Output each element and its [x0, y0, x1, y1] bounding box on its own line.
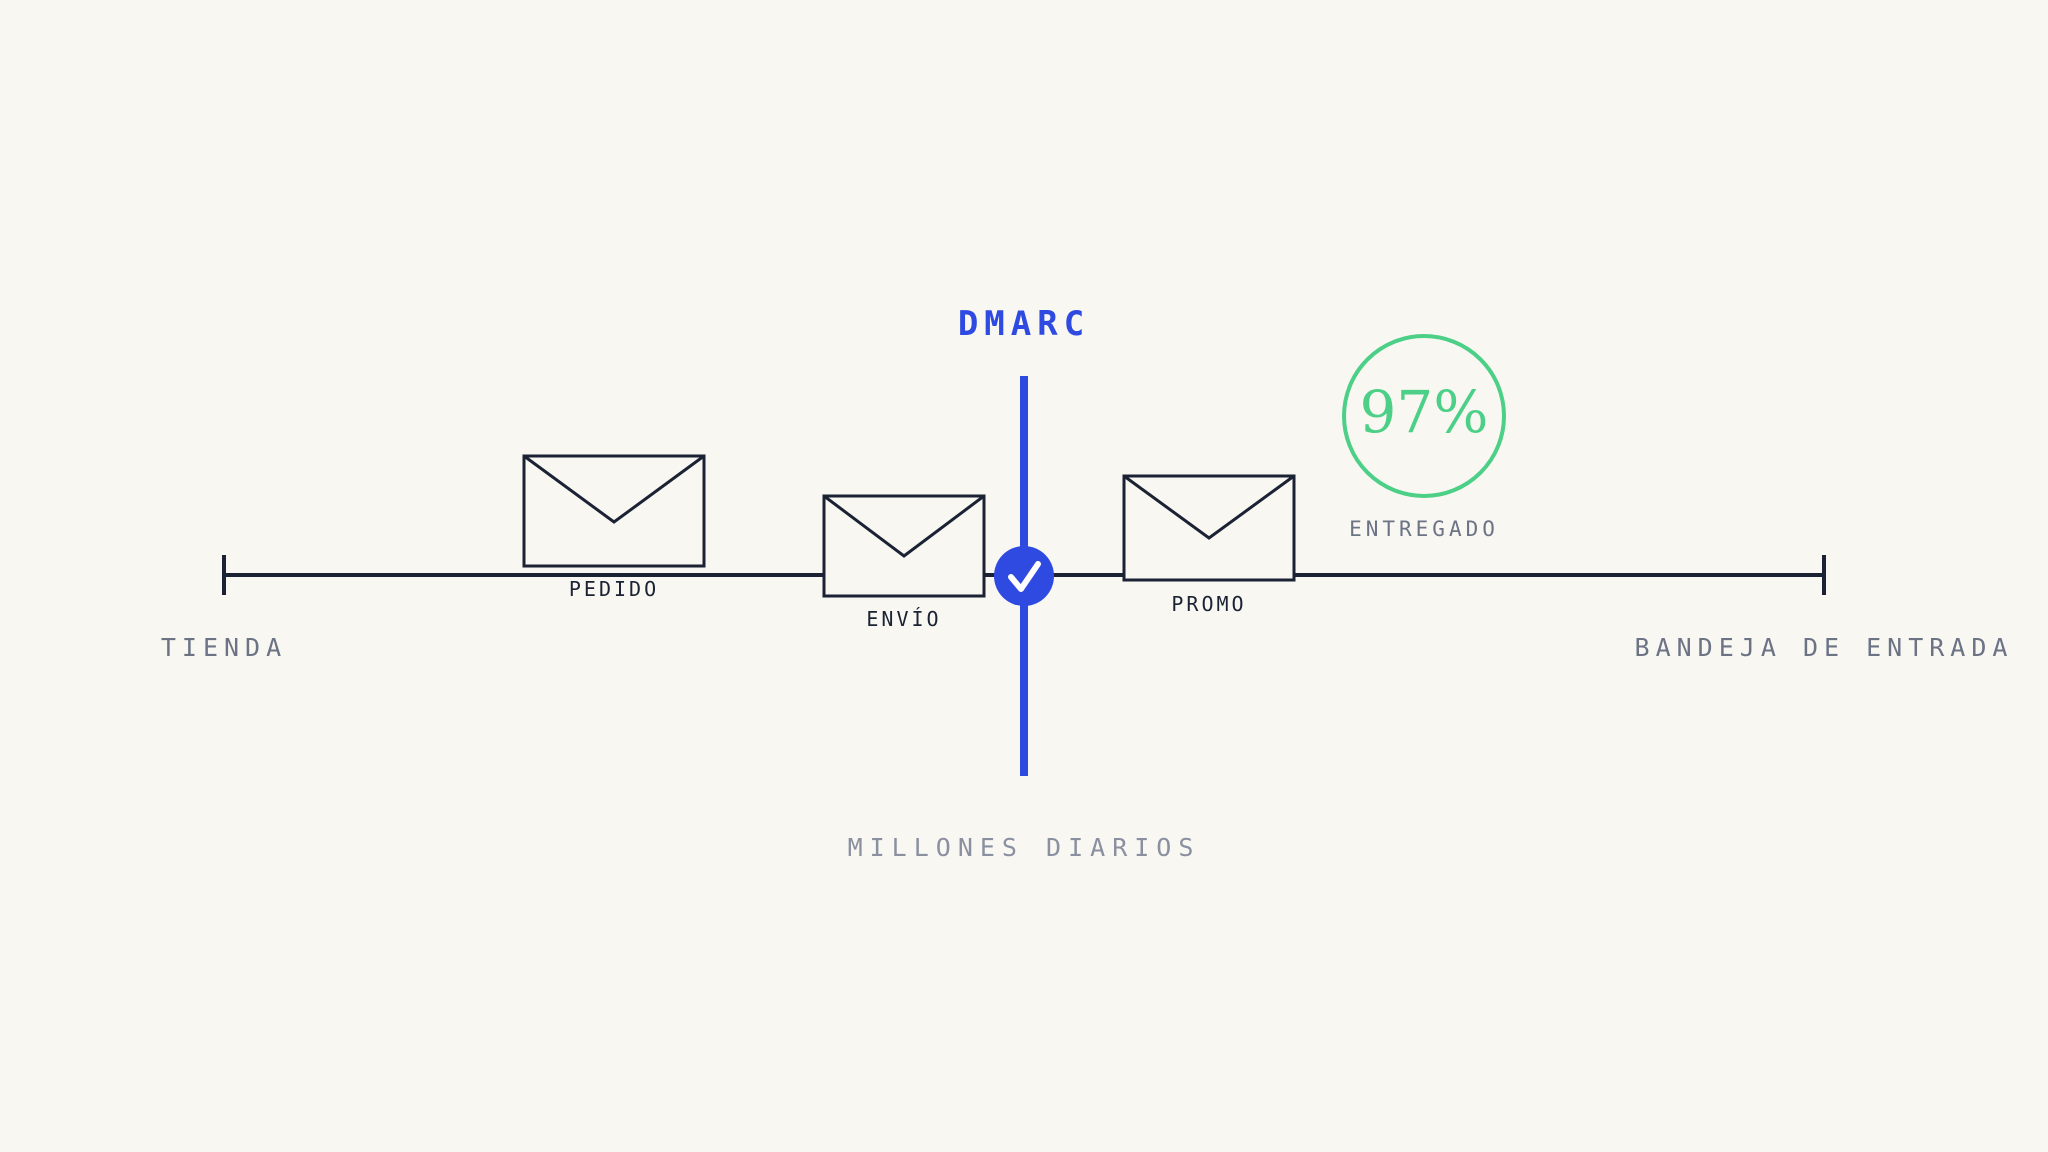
delivery-rate-value: 97%	[1360, 378, 1489, 446]
delivery-rate-ring	[1342, 334, 1506, 498]
message-label-pedido: PEDIDO	[569, 577, 659, 601]
dmarc-label: DMARC	[958, 304, 1090, 344]
envelope-icon	[822, 494, 986, 598]
envelope-icon	[1122, 474, 1296, 582]
delivery-label: ENTREGADO	[1349, 517, 1499, 541]
check-icon	[994, 546, 1054, 606]
volume-label: MILLONES DIARIOS	[848, 833, 1201, 862]
envelope-icon	[522, 454, 706, 568]
message-label-envio: ENVÍO	[866, 607, 941, 631]
end-label: BANDEJA DE ENTRADA	[1635, 633, 2014, 662]
start-label: TIENDA	[161, 633, 287, 662]
message-label-promo: PROMO	[1171, 592, 1246, 616]
